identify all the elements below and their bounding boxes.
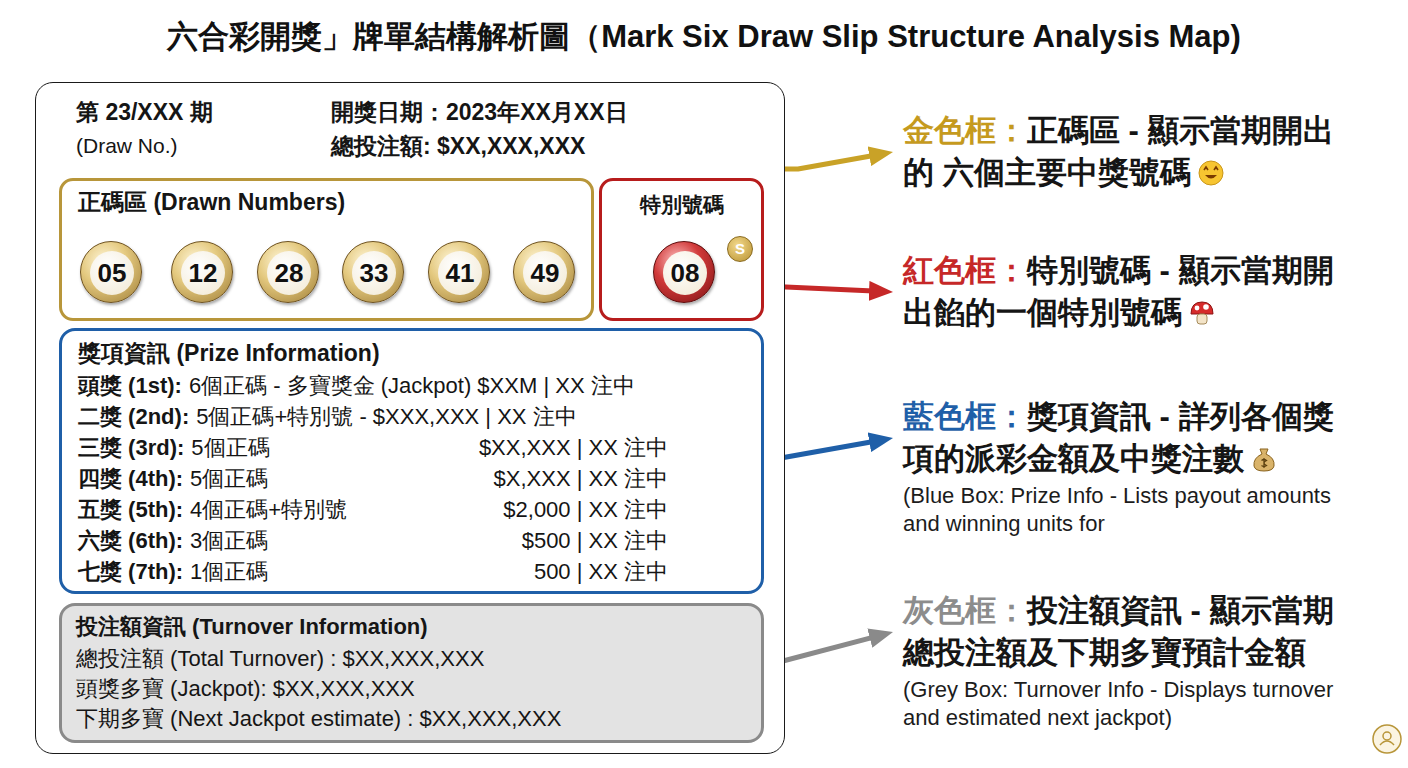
prize-rule: 5個正碼 xyxy=(191,435,269,461)
info-text: 總投注額 (Total Turnover) : $XX,XXX,XXX xyxy=(76,646,484,672)
drawn-numbers-box: 正碼區 (Drawn Numbers) 05 12 28 33 41 49 xyxy=(59,178,594,321)
emoji-icon xyxy=(1250,445,1278,473)
arrow-head xyxy=(877,438,893,441)
ball-number: 05 xyxy=(90,251,134,295)
number-ball: 28 xyxy=(257,241,319,303)
ball-number: 12 xyxy=(181,251,225,295)
prize-rule: 1個正碼 xyxy=(190,559,268,585)
prize-name: 四獎 (4th): xyxy=(78,466,183,492)
ball-number: 33 xyxy=(352,251,396,295)
prize-name: 七獎 (7th): xyxy=(78,559,183,585)
prize-amount: $XX,XXX | XX 注中 xyxy=(479,435,668,461)
arrow-head xyxy=(877,291,893,293)
prize-info-box: 獎項資訊 (Prize Information) 頭獎 (1st): 6個正碼 - … xyxy=(59,328,764,594)
box-heading: 投注額資訊 (Turnover Information) xyxy=(76,614,428,640)
number-ball: 12 xyxy=(171,241,233,303)
callout-text: 灰色框：投注額資訊 - 顯示當期總投注額及下期多寶預計金額(Grey Box: … xyxy=(893,590,1363,733)
prize-name: 六獎 (6th): xyxy=(78,528,183,554)
logo-ring xyxy=(1373,725,1401,753)
info-text: 下期多寶 (Next Jackpot estimate) : $XX,XXX,X… xyxy=(76,706,561,732)
number-ball: 33 xyxy=(342,241,404,303)
prize-rule: 6個正碼 - 多寶獎金 (Jackpot) $XXM | XX 注中 xyxy=(189,373,635,399)
special-badge: S xyxy=(727,236,753,262)
arrow-head xyxy=(877,152,893,155)
info-text: 頭獎多寶 (Jackpot): $XX,XXX,XXX xyxy=(76,676,415,702)
callout-text: 金色框：正碼區 - 顯示當期開出的 六個主要中獎號碼 xyxy=(893,110,1363,194)
number-ball: 05 xyxy=(80,241,142,303)
diagram-title: 六合彩開獎」牌單結構解析圖（Mark Six Draw Slip Structu… xyxy=(0,16,1408,58)
logo-petal xyxy=(1383,732,1391,740)
callout-label: 紅色框： xyxy=(903,253,1027,288)
draw-slip: 第 23/XXX 期(Draw No.)開獎日期：2023年XX月XX日總投注額… xyxy=(35,82,785,754)
ball-number: 49 xyxy=(523,251,567,295)
number-ball: 41 xyxy=(428,241,490,303)
prize-rule: 4個正碼+特別號 xyxy=(190,497,347,523)
ball-number: 08 xyxy=(663,251,707,295)
emoji-icon xyxy=(1188,299,1216,327)
info-text: 開獎日期：2023年XX月XX日 xyxy=(331,99,628,127)
callout-english: (Blue Box: Prize Info - Lists payout amo… xyxy=(903,482,1363,538)
special-ball: 08S xyxy=(653,241,715,303)
ball-number: 41 xyxy=(438,251,482,295)
ball-number: 28 xyxy=(267,251,311,295)
prize-amount: 500 | XX 注中 xyxy=(534,559,668,585)
callout-english: (Grey Box: Turnover Info - Displays turn… xyxy=(903,676,1363,732)
box-heading: 特別號碼 xyxy=(602,193,761,218)
prize-rule: 5個正碼 xyxy=(190,466,268,492)
arrow-head xyxy=(878,632,893,636)
callout-text: 紅色框：特別號碼 - 顯示當期開出餡的一個特別號碼 xyxy=(893,250,1363,334)
prize-name: 三獎 (3rd): xyxy=(78,435,184,461)
logo-mark xyxy=(1371,723,1403,755)
turnover-info-box: 投注額資訊 (Turnover Information) 總投注額 (Total … xyxy=(59,603,764,743)
box-heading: 獎項資訊 (Prize Information) xyxy=(78,340,380,368)
callout-label: 金色框： xyxy=(903,113,1027,148)
special-number-box: 特別號碼08S xyxy=(599,178,764,321)
prize-name: 頭獎 (1st): xyxy=(78,373,182,399)
prize-rule: 3個正碼 xyxy=(190,528,268,554)
box-heading: 第 23/XXX 期 xyxy=(76,99,213,127)
prize-rule: 5個正碼+特別號 - $XXX,XXX | XX 注中 xyxy=(196,404,576,430)
callout-text: 藍色框：獎項資訊 - 詳列各個獎項的派彩金額及中獎注數(Blue Box: Pr… xyxy=(893,396,1363,539)
callout-label: 灰色框： xyxy=(903,593,1027,628)
prize-name: 二獎 (2nd): xyxy=(78,404,189,430)
number-ball: 49 xyxy=(513,241,575,303)
badge-letter: S xyxy=(728,237,752,261)
prize-amount: $X,XXX | XX 注中 xyxy=(494,466,668,492)
emoji-icon xyxy=(1197,159,1225,187)
info-text: 總投注額: $XX,XXX,XXX xyxy=(331,133,585,161)
prize-name: 五獎 (5th): xyxy=(78,497,183,523)
callout-label: 藍色框： xyxy=(903,399,1027,434)
prize-amount: $500 | XX 注中 xyxy=(522,528,668,554)
info-text: (Draw No.) xyxy=(76,133,178,158)
logo-leaf xyxy=(1380,741,1394,745)
box-heading: 正碼區 (Drawn Numbers) xyxy=(78,189,345,217)
prize-amount: $2,000 | XX 注中 xyxy=(503,497,668,523)
